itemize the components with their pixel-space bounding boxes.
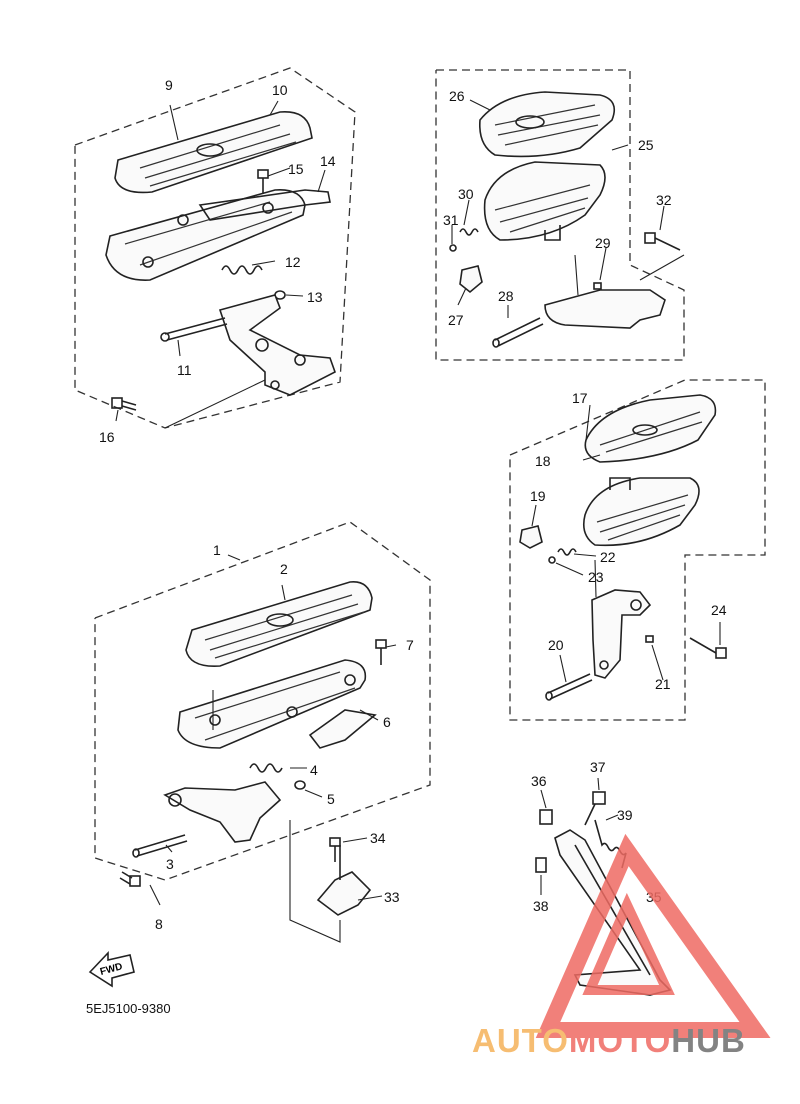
assembly-group-9 <box>74 67 356 429</box>
callout-24: 24 <box>711 602 727 618</box>
callout-39: 39 <box>617 807 633 823</box>
bolt-24 <box>689 637 727 659</box>
callout-26: 26 <box>449 88 465 104</box>
callout-32: 32 <box>656 192 672 208</box>
bracket-14 <box>198 189 331 221</box>
lever-33 <box>289 820 383 943</box>
callout-21: 21 <box>655 676 671 692</box>
watermark-logo: AUTOMOTOHUB <box>472 833 771 1059</box>
nut-29 <box>593 282 602 290</box>
plate-19 <box>519 525 543 549</box>
washer-38 <box>535 857 547 895</box>
pin-3 <box>132 834 188 858</box>
callout-25: 25 <box>638 137 654 153</box>
footboard-17 <box>582 477 700 547</box>
callout-18: 18 <box>535 453 551 469</box>
callout-34: 34 <box>370 830 386 846</box>
spring-22 <box>557 548 577 556</box>
footboard-pad-18 <box>584 394 717 463</box>
spring-4 <box>249 763 283 773</box>
bolt-8 <box>119 871 141 887</box>
pin-11 <box>160 317 228 342</box>
bolt-7 <box>375 639 387 665</box>
callout-27: 27 <box>448 312 464 328</box>
assembly-group-1 <box>94 521 431 906</box>
callout-4: 4 <box>310 762 318 778</box>
callout-1: 1 <box>213 542 221 558</box>
callout-labels: 1 2 3 4 5 6 7 8 9 10 11 12 13 14 15 16 1… <box>99 77 727 932</box>
callout-17: 17 <box>572 390 588 406</box>
watermark-triangle <box>535 833 771 1038</box>
footboard-25 <box>483 161 606 241</box>
callout-28: 28 <box>498 288 514 304</box>
nut-36 <box>539 789 553 825</box>
callout-33: 33 <box>384 889 400 905</box>
bolt-15 <box>257 169 269 194</box>
callout-23: 23 <box>588 569 604 585</box>
callout-38: 38 <box>533 898 549 914</box>
ball-23 <box>548 556 556 564</box>
assembly-group-17 <box>509 379 766 721</box>
pin-28 <box>492 317 544 348</box>
bar-6 <box>308 709 377 749</box>
bolt-37 <box>584 777 606 826</box>
assembly-group-25 <box>435 69 685 361</box>
spring-30 <box>459 228 479 236</box>
callout-15: 15 <box>288 161 304 177</box>
callout-22: 22 <box>600 549 616 565</box>
callout-3: 3 <box>166 856 174 872</box>
watermark-part-2: MOTO <box>569 1022 671 1059</box>
footrest-bracket-17 <box>591 589 652 679</box>
callout-16: 16 <box>99 429 115 445</box>
fwd-arrow-icon: FWD <box>88 950 135 988</box>
callout-36: 36 <box>531 773 547 789</box>
footboard-top-10 <box>114 111 313 194</box>
nut-21 <box>645 635 654 643</box>
plate-27 <box>459 265 483 294</box>
footrest-bracket-25 <box>544 289 666 329</box>
callout-37: 37 <box>590 759 606 775</box>
callout-30: 30 <box>458 186 474 202</box>
ball-31 <box>449 244 457 252</box>
nut-5 <box>294 780 306 790</box>
callout-31: 31 <box>443 212 459 228</box>
footboard-pad-26 <box>478 91 616 158</box>
footrest-bracket <box>218 294 336 396</box>
callout-6: 6 <box>383 714 391 730</box>
callout-13: 13 <box>307 289 323 305</box>
watermark-text: AUTOMOTOHUB <box>472 1022 746 1059</box>
callout-20: 20 <box>548 637 564 653</box>
group-25-boundary <box>435 69 685 361</box>
bolt-32 <box>644 232 681 251</box>
footboard-pad-2 <box>185 581 373 667</box>
callout-14: 14 <box>320 153 336 169</box>
callout-7: 7 <box>406 637 414 653</box>
group-1-boundary <box>94 521 431 881</box>
callout-11: 11 <box>177 362 192 378</box>
callout-10: 10 <box>272 82 288 98</box>
callout-8: 8 <box>155 916 163 932</box>
callout-12: 12 <box>285 254 301 270</box>
diagram-code: 5EJ5100-9380 <box>86 1001 171 1016</box>
pin-20 <box>545 673 593 701</box>
callout-2: 2 <box>280 561 288 577</box>
footboard-base-1 <box>177 659 367 749</box>
callout-5: 5 <box>327 791 335 807</box>
spring-12 <box>221 265 263 275</box>
callout-9: 9 <box>165 77 173 93</box>
bolt-34 <box>329 837 368 862</box>
group-9-boundary <box>74 67 356 429</box>
footboard-base-9 <box>105 188 306 281</box>
callout-19: 19 <box>530 488 546 504</box>
watermark-part-1: AUTO <box>472 1022 569 1059</box>
footrest-bracket-1 <box>163 781 282 843</box>
callout-29: 29 <box>595 235 611 251</box>
group-17-boundary <box>509 379 766 721</box>
bolt-16 <box>111 397 137 411</box>
watermark-part-3: HUB <box>671 1022 746 1059</box>
